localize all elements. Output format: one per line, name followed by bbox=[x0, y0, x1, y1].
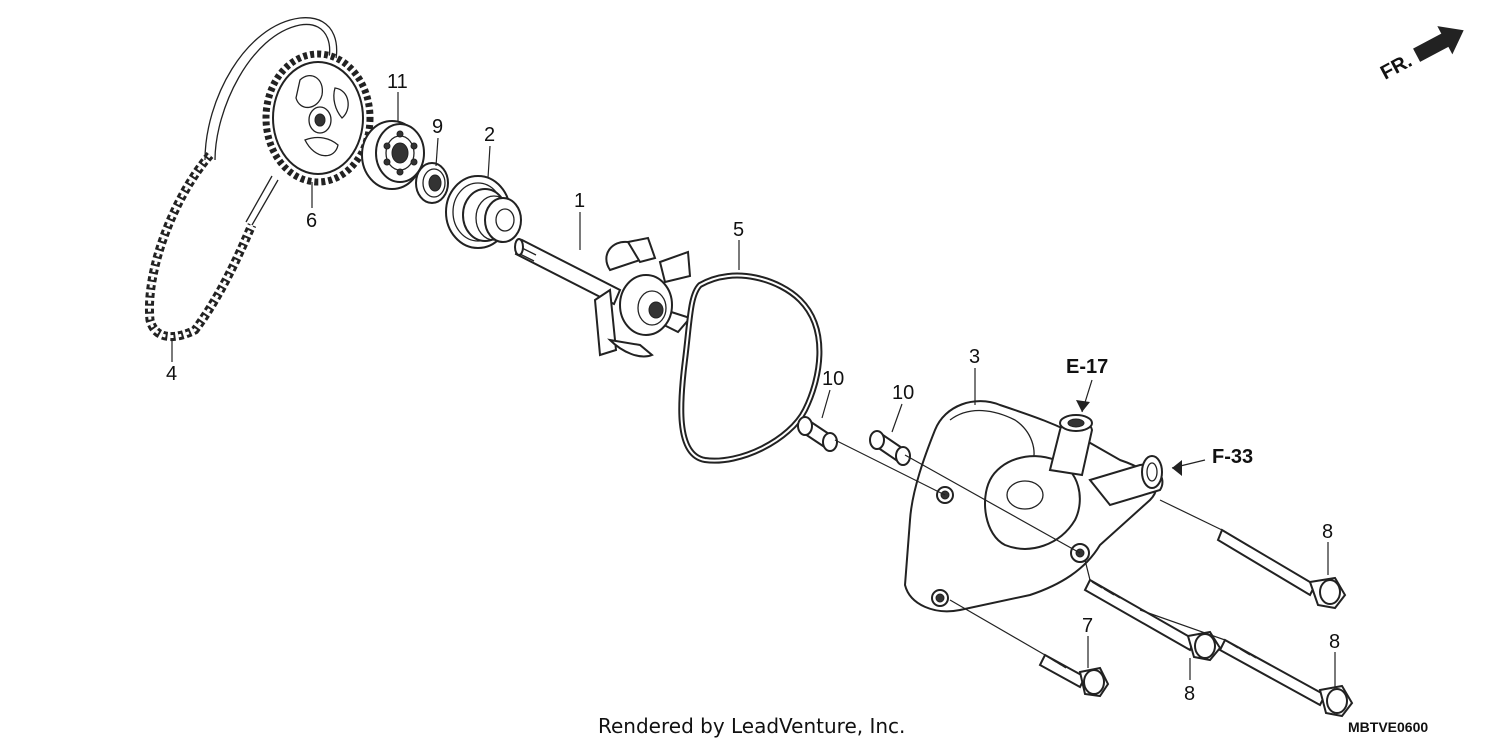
leader-lines bbox=[171, 92, 1336, 688]
front-arrow-icon bbox=[1413, 26, 1464, 62]
callout-3[interactable]: 3 bbox=[969, 346, 980, 368]
callout-1[interactable]: 1 bbox=[574, 190, 585, 212]
callout-4[interactable]: 4 bbox=[166, 363, 177, 385]
callout-6[interactable]: 6 bbox=[306, 210, 317, 232]
flange-bolt-upper[interactable] bbox=[1216, 528, 1347, 610]
callout-2[interactable]: 2 bbox=[484, 124, 495, 146]
callout-10-right[interactable]: 10 bbox=[892, 382, 914, 404]
reference-e17-arrow bbox=[1076, 400, 1090, 412]
mechanical-seal[interactable] bbox=[445, 175, 522, 249]
front-direction-label: FR. bbox=[1377, 50, 1416, 85]
callout-10-left[interactable]: 10 bbox=[822, 368, 844, 390]
front-direction-indicator: FR. bbox=[1377, 26, 1464, 85]
callout-5[interactable]: 5 bbox=[733, 219, 744, 241]
water-pump-cover[interactable] bbox=[903, 400, 1164, 613]
o-ring-gasket[interactable] bbox=[678, 272, 823, 464]
reference-e17[interactable]: E-17 bbox=[1066, 356, 1108, 378]
reference-f33-arrow bbox=[1172, 460, 1182, 476]
sprocket[interactable] bbox=[262, 50, 374, 186]
dowel-pin-right[interactable] bbox=[869, 430, 911, 466]
short-flange-bolt[interactable] bbox=[1038, 653, 1110, 698]
part-callouts: 11 9 2 1 6 4 5 10 10 3 8 8 8 7 bbox=[166, 71, 1340, 705]
diagram-code: MBTVE0600 bbox=[1348, 719, 1428, 735]
bearing[interactable] bbox=[361, 120, 425, 190]
oil-seal[interactable] bbox=[415, 162, 449, 204]
callout-8-middle[interactable]: 8 bbox=[1184, 683, 1195, 705]
render-credit: Rendered by LeadVenture, Inc. bbox=[598, 714, 905, 738]
callout-8-lower[interactable]: 8 bbox=[1329, 631, 1340, 653]
reference-f33[interactable]: F-33 bbox=[1212, 446, 1253, 468]
impeller-shaft[interactable] bbox=[514, 236, 692, 358]
flange-bolt-middle[interactable] bbox=[1083, 578, 1222, 662]
drive-chain[interactable] bbox=[144, 17, 338, 342]
callout-7[interactable]: 7 bbox=[1082, 615, 1093, 637]
callout-9[interactable]: 9 bbox=[432, 116, 443, 138]
callout-8-upper[interactable]: 8 bbox=[1322, 521, 1333, 543]
flange-bolt-lower[interactable] bbox=[1218, 638, 1354, 718]
callout-11[interactable]: 11 bbox=[387, 71, 408, 93]
dowel-pin-left[interactable] bbox=[797, 416, 838, 452]
